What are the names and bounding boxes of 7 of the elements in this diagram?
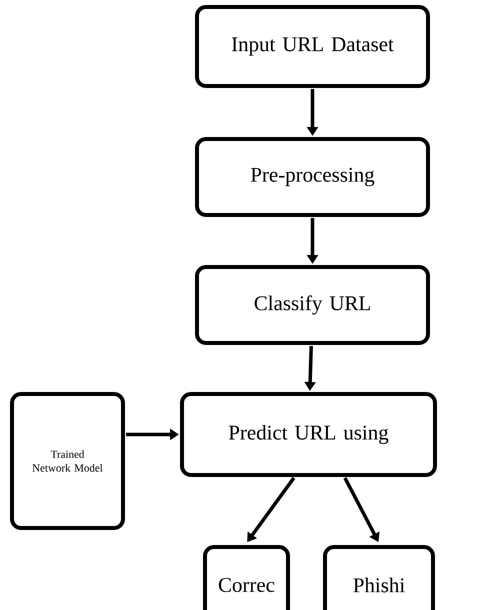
process-box: Correc	[203, 545, 290, 610]
process-box: Classify URL	[195, 265, 430, 345]
process-box: Input URL Dataset	[195, 5, 430, 88]
process-box: Trained Network Model	[10, 392, 125, 530]
process-box: Pre-processing	[195, 137, 430, 217]
process-box: Predict URL using	[180, 392, 437, 477]
process-box: Phishi	[323, 545, 435, 610]
